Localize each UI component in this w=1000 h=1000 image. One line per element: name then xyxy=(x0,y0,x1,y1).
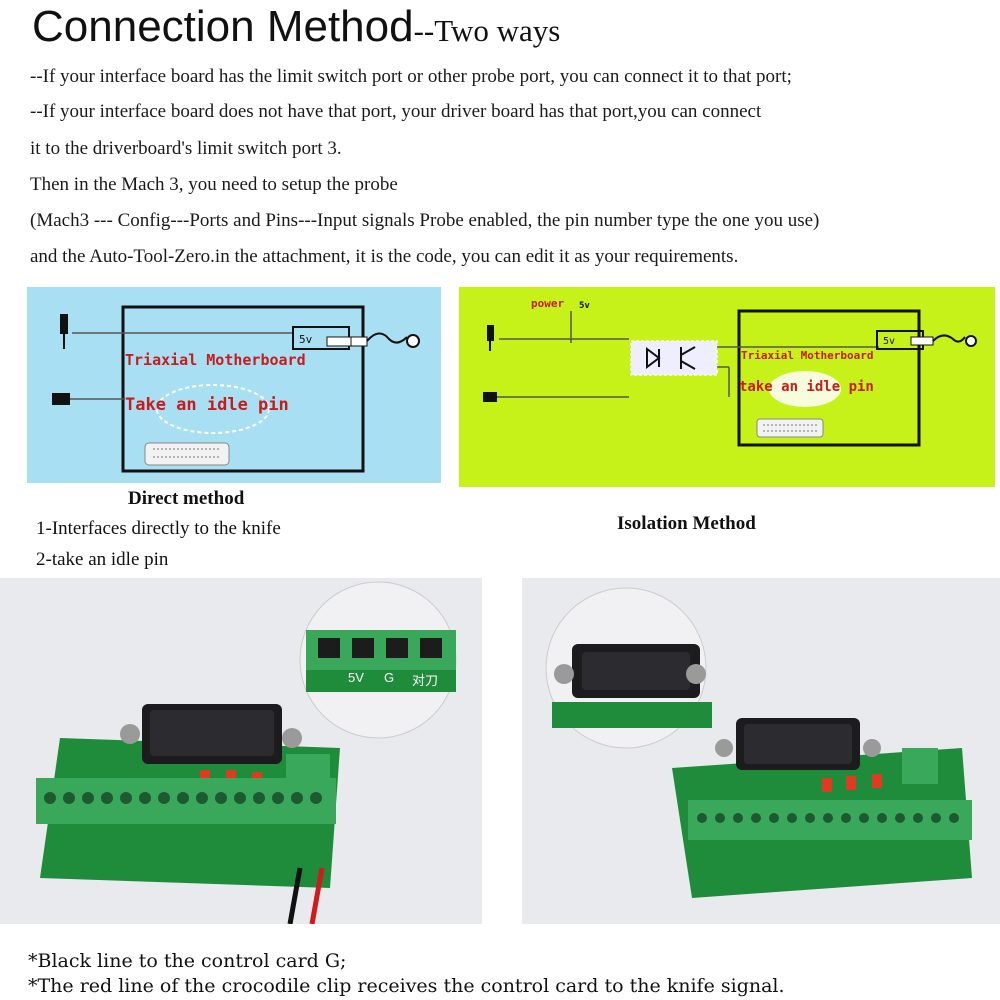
product-photo-isolation xyxy=(522,578,1000,924)
isolation-board-label: Triaxial Motherboard xyxy=(741,349,874,362)
isolation-pin-label: take an idle pin xyxy=(739,379,874,395)
title-subtitle: --Two ways xyxy=(413,13,561,48)
isolation-wiring-svg: 5v xyxy=(483,309,977,447)
instruction-line-2: --If your interface board does not have … xyxy=(30,101,762,122)
footer-note-2: *The red line of the crocodile clip rece… xyxy=(28,975,785,997)
instruction-line-5: (Mach3 --- Config---Ports and Pins---Inp… xyxy=(30,210,820,231)
svg-text:5v: 5v xyxy=(883,336,895,347)
direct-step-1: 1-Interfaces directly to the knife xyxy=(36,518,281,539)
breakout-board-illustration-left xyxy=(36,581,457,924)
page-title: Connection Method--Two ways xyxy=(32,2,560,52)
title-main: Connection Method xyxy=(32,2,414,51)
supply-5v-label: 5v xyxy=(579,301,590,311)
direct-step-2: 2-take an idle pin xyxy=(36,549,169,570)
isolation-method-diagram: 5v power 5v Triaxial Motherboard take an… xyxy=(459,287,995,487)
svg-text:5v: 5v xyxy=(299,333,313,346)
terminal-label-knife: 对刀 xyxy=(412,674,439,689)
terminal-label-5v: 5V xyxy=(348,670,364,685)
instruction-line-6: and the Auto-Tool-Zero.in the attachment… xyxy=(30,246,739,267)
direct-method-diagram: 5v Triaxial Motherboard Take an idle pin xyxy=(27,287,441,483)
breakout-board-illustration-right xyxy=(545,587,972,898)
direct-method-title: Direct method xyxy=(128,488,245,509)
footer-note-1: *Black line to the control card G; xyxy=(28,950,347,972)
product-photo-direct: 5V G 对刀 xyxy=(0,578,482,924)
direct-pin-label: Take an idle pin xyxy=(125,395,289,415)
isolation-method-title: Isolation Method xyxy=(617,513,756,534)
direct-wiring-svg: 5v xyxy=(52,305,420,473)
direct-board-label: Triaxial Motherboard xyxy=(125,351,306,369)
instruction-line-4: Then in the Mach 3, you need to setup th… xyxy=(30,174,398,195)
instruction-line-1: --If your interface board has the limit … xyxy=(30,66,792,87)
power-label: power xyxy=(531,297,565,310)
terminal-label-g: G xyxy=(384,670,395,685)
instruction-line-3: it to the driverboard's limit switch por… xyxy=(30,138,342,159)
